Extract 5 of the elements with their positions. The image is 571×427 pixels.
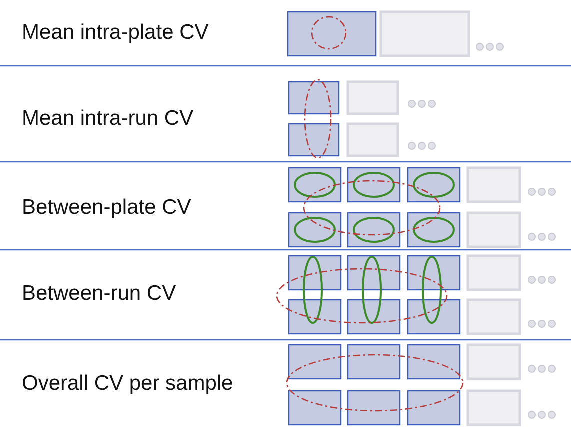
row-label: Between-plate CV	[22, 196, 192, 220]
row-label: Overall CV per sample	[22, 372, 234, 396]
row-label: Mean intra-run CV	[22, 107, 194, 131]
row-label: Mean intra-plate CV	[22, 21, 209, 45]
row-label: Between-run CV	[22, 282, 176, 306]
